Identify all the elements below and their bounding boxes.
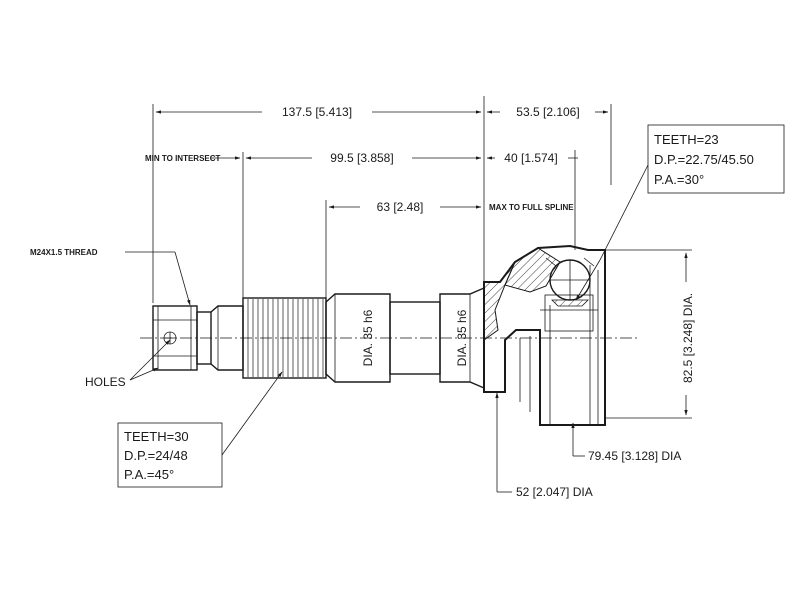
extension-lines — [152, 96, 692, 419]
note-max-spline: MAX TO FULL SPLINE — [489, 203, 574, 212]
dim-cup-depth: 53.5 [2.106] — [516, 105, 579, 119]
spline-teeth: TEETH=30 — [124, 429, 189, 444]
dim-seal-dia: 79.45 [3.128] DIA — [588, 449, 681, 463]
dim-bell-dia: 82.5 [3.248] DIA. — [681, 293, 695, 383]
shaft-neck — [196, 311, 212, 365]
cv-teeth: TEETH=23 — [654, 132, 719, 147]
cv-pa: P.A.=30° — [654, 172, 704, 187]
dim-to-intersect: 99.5 [3.858] — [330, 151, 393, 165]
dim-spline-length: 40 [1.574] — [504, 151, 557, 165]
dim-shaft-dia-2: DIA. 35 h6 — [455, 309, 469, 366]
cv-dp: D.P.=22.75/45.50 — [654, 152, 754, 167]
cv-spec-box: TEETH=23 D.P.=22.75/45.50 P.A.=30° — [647, 124, 785, 194]
shaft — [152, 286, 485, 390]
spline-dp: D.P.=24/48 — [124, 448, 188, 463]
note-holes: HOLES — [85, 375, 126, 389]
note-min-intersect: MIN TO INTERSECT — [145, 154, 221, 163]
spline-pa: P.A.=45° — [124, 467, 174, 482]
dim-neck-dia: 52 [2.047] DIA — [516, 485, 593, 499]
spline-spec-box: TEETH=30 D.P.=24/48 P.A.=45° — [117, 422, 223, 488]
dim-overall: 137.5 [5.413] — [282, 105, 352, 119]
note-thread: M24X1.5 THREAD — [30, 248, 98, 257]
bell-housing — [483, 244, 606, 426]
dim-to-full-spline: 63 [2.48] — [377, 200, 424, 214]
dim-shaft-dia-1: DIA. 35 h6 — [361, 309, 375, 366]
